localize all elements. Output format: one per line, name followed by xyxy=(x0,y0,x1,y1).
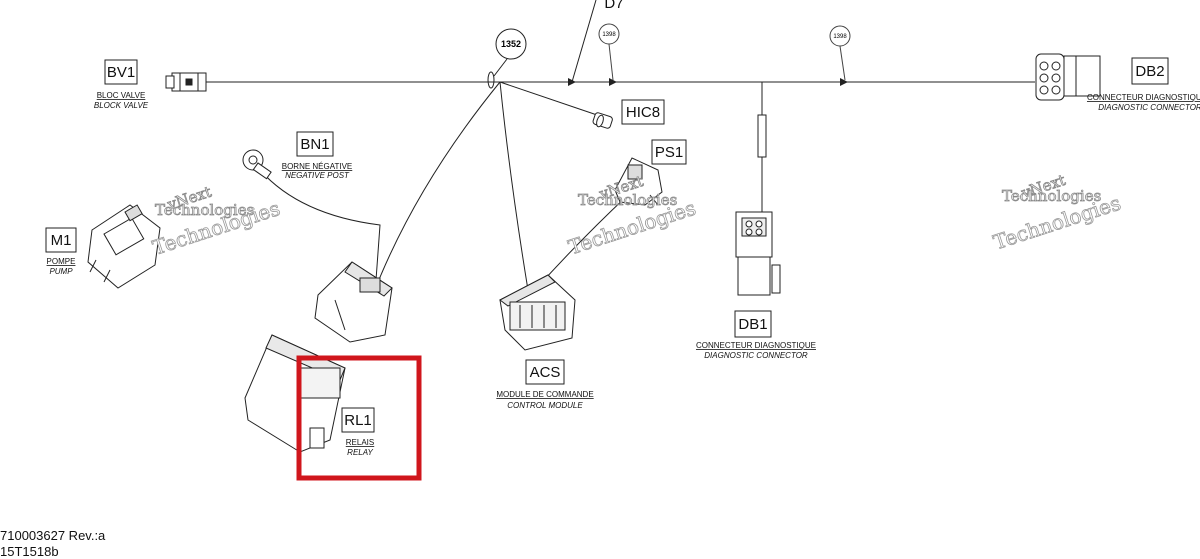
svg-text:Technologies: Technologies xyxy=(155,201,254,219)
relay-highlight-box xyxy=(296,355,422,481)
db2-en: DIAGNOSTIC CONNECTOR xyxy=(1098,103,1200,112)
rl1-fr: RELAIS xyxy=(346,438,374,447)
bv1-fr: BLOC VALVE xyxy=(97,91,146,100)
m1-tag: M1 xyxy=(51,232,72,249)
rl1-tag: RL1 xyxy=(344,412,372,429)
svg-text:1398: 1398 xyxy=(602,32,616,38)
db1-tag-box xyxy=(734,310,772,338)
branch-bn1 xyxy=(259,169,381,281)
relay-body xyxy=(244,334,346,453)
d7-branch xyxy=(571,0,597,83)
ps1-sensor xyxy=(614,157,663,206)
svg-text:Technologies: Technologies xyxy=(1002,187,1101,205)
watermark-right: Technologies vNext Technologies xyxy=(990,171,1124,255)
branch-relay xyxy=(377,81,501,283)
db1-fr: CONNECTEUR DIAGNOSTIQUE xyxy=(696,341,816,350)
callout-1352: 1352 xyxy=(493,28,527,77)
callout-1398-left: 1398 xyxy=(598,23,620,81)
m1-tag-box xyxy=(45,227,77,253)
d7-tag: D7 xyxy=(604,0,623,12)
acs-control-module xyxy=(499,274,576,351)
acs-en: CONTROL MODULE xyxy=(507,401,583,410)
m1-pump-connector xyxy=(87,204,161,289)
hic8-tag-box xyxy=(621,99,665,125)
db2-tag: DB2 xyxy=(1135,63,1164,80)
db1-connector xyxy=(735,211,781,296)
acs-fr: MODULE DE COMMANDE xyxy=(496,390,593,399)
hic8-tag: HIC8 xyxy=(626,104,660,121)
acs-tag-box xyxy=(525,359,565,385)
ps1-tag: PS1 xyxy=(655,144,683,161)
rl1-tag-box xyxy=(341,407,375,433)
bn1-en: NEGATIVE POST xyxy=(285,171,350,180)
db2-connector xyxy=(1035,53,1101,101)
acs-tag: ACS xyxy=(530,364,561,381)
watermark-center: Technologies vNext Technologies xyxy=(565,172,699,260)
hic8-connector xyxy=(592,112,613,129)
m1-fr: POMPE xyxy=(47,257,76,266)
bn1-fr: BORNE NÉGATIVE xyxy=(282,162,353,171)
svg-text:1398: 1398 xyxy=(833,34,847,40)
bv1-tag-box xyxy=(104,59,138,85)
bn1-tag-box xyxy=(296,131,334,157)
svg-text:Technologies: Technologies xyxy=(578,191,677,209)
rl1-en: RELAY xyxy=(347,448,373,457)
db1-tag: DB1 xyxy=(738,316,767,333)
db2-tag-box xyxy=(1131,57,1169,85)
svg-text:1352: 1352 xyxy=(501,39,521,49)
db1-en: DIAGNOSTIC CONNECTOR xyxy=(704,351,808,360)
branch-acs xyxy=(499,81,529,291)
drawing-number: 710003627 Rev.:a xyxy=(0,528,106,543)
ps1-tag-box xyxy=(651,139,687,165)
callout-1398-right: 1398 xyxy=(829,25,851,81)
bv1-connector xyxy=(165,72,207,92)
branch-hic8 xyxy=(499,81,601,117)
watermark-left: Technologies vNext Technologies xyxy=(149,182,283,260)
m1-en: PUMP xyxy=(49,267,73,276)
sheet-code: 15T1518b xyxy=(0,544,59,559)
bn1-tag: BN1 xyxy=(300,136,329,153)
relay-socket xyxy=(314,261,393,343)
bn1-ring-terminal xyxy=(242,149,272,180)
bv1-en: BLOCK VALVE xyxy=(94,101,149,110)
bv1-tag: BV1 xyxy=(107,64,135,81)
db2-fr: CONNECTEUR DIAGNOSTIQUE xyxy=(1087,93,1200,102)
